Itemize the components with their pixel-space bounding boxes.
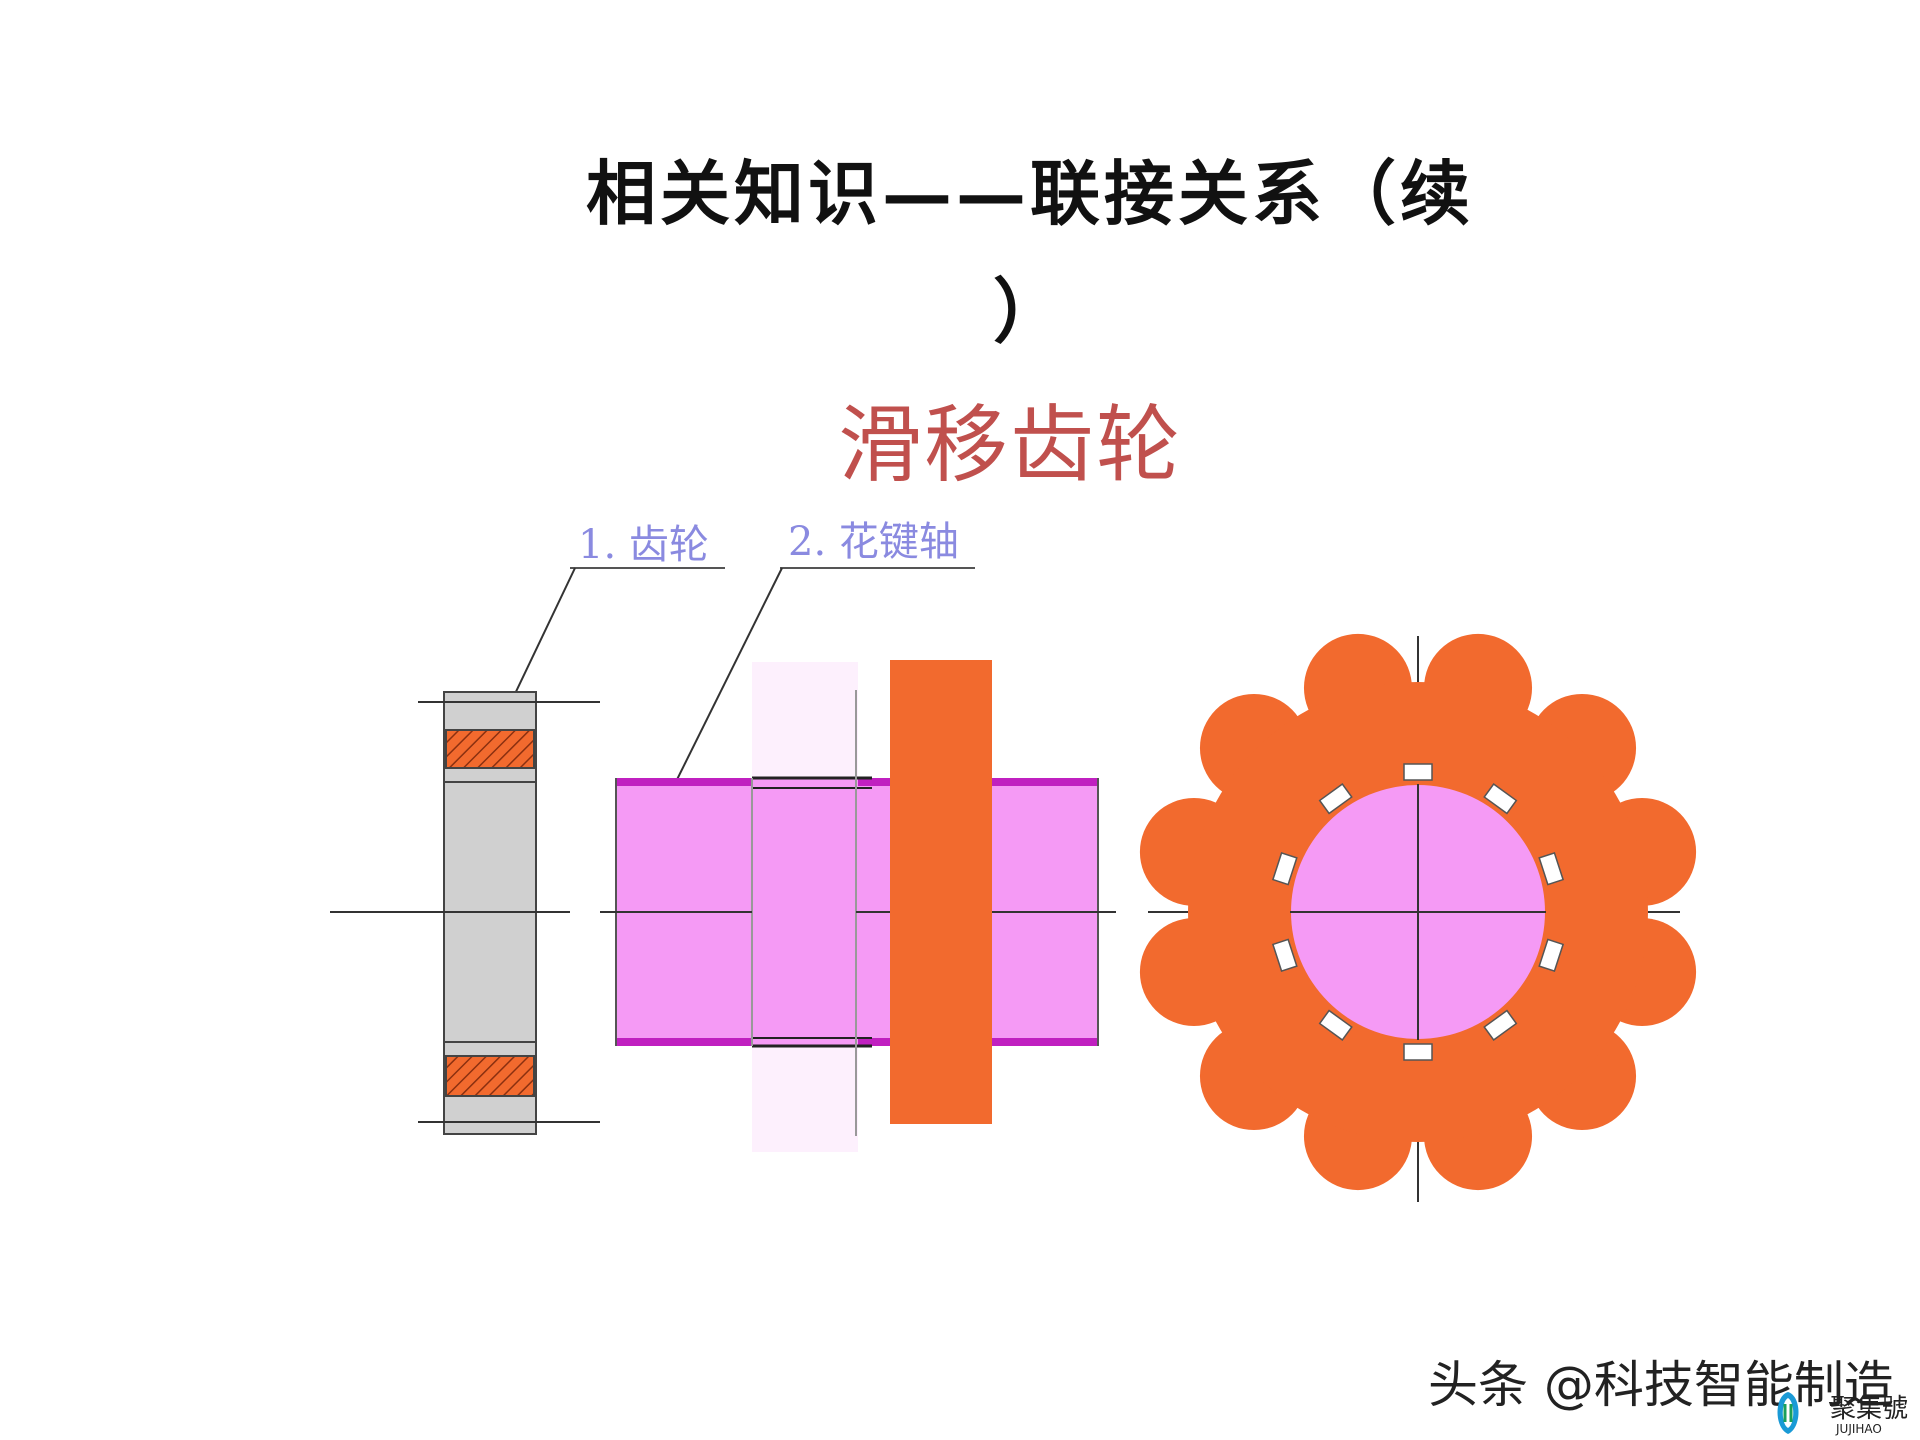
gear-front-view — [1139, 633, 1697, 1202]
spline-slot — [1271, 938, 1298, 972]
title-line-1: 相关知识——联接关系（续 — [586, 152, 1474, 235]
spline-slot — [1483, 1009, 1518, 1042]
watermark-text: 头条 @科技智能制造 — [1428, 1356, 1894, 1414]
spline-slots — [1271, 763, 1565, 1061]
gear-tooth-section-top — [445, 729, 535, 769]
brand-latin: JUJIHAO — [1836, 1422, 1882, 1436]
slide-title: 相关知识——联接关系（续 ） — [440, 135, 1620, 371]
sliding-gear-block — [890, 660, 992, 1124]
brand-name: 聚集號 — [1830, 1394, 1909, 1424]
spline-slot — [1318, 1009, 1353, 1042]
slide-subtitle: 滑移齿轮 — [837, 396, 1182, 494]
spline-slot — [1483, 782, 1518, 815]
gear-label: 1. 齿轮 — [578, 522, 709, 568]
spline-slot — [1403, 1043, 1433, 1061]
title-line-2: ） — [993, 270, 1067, 353]
spline-slot — [1271, 852, 1298, 886]
spline-shaft-side-view — [600, 662, 1116, 1152]
spline-slot — [1403, 763, 1433, 781]
spline-slot — [1318, 782, 1353, 815]
gear-tooth-section-bottom — [445, 1055, 535, 1097]
spline-shaft-label: 2. 花键轴 — [788, 519, 959, 565]
gear-side-view — [330, 691, 600, 1135]
spline-slot — [1538, 852, 1565, 886]
brand-logo — [1777, 1392, 1799, 1434]
spline-slot — [1538, 938, 1565, 972]
